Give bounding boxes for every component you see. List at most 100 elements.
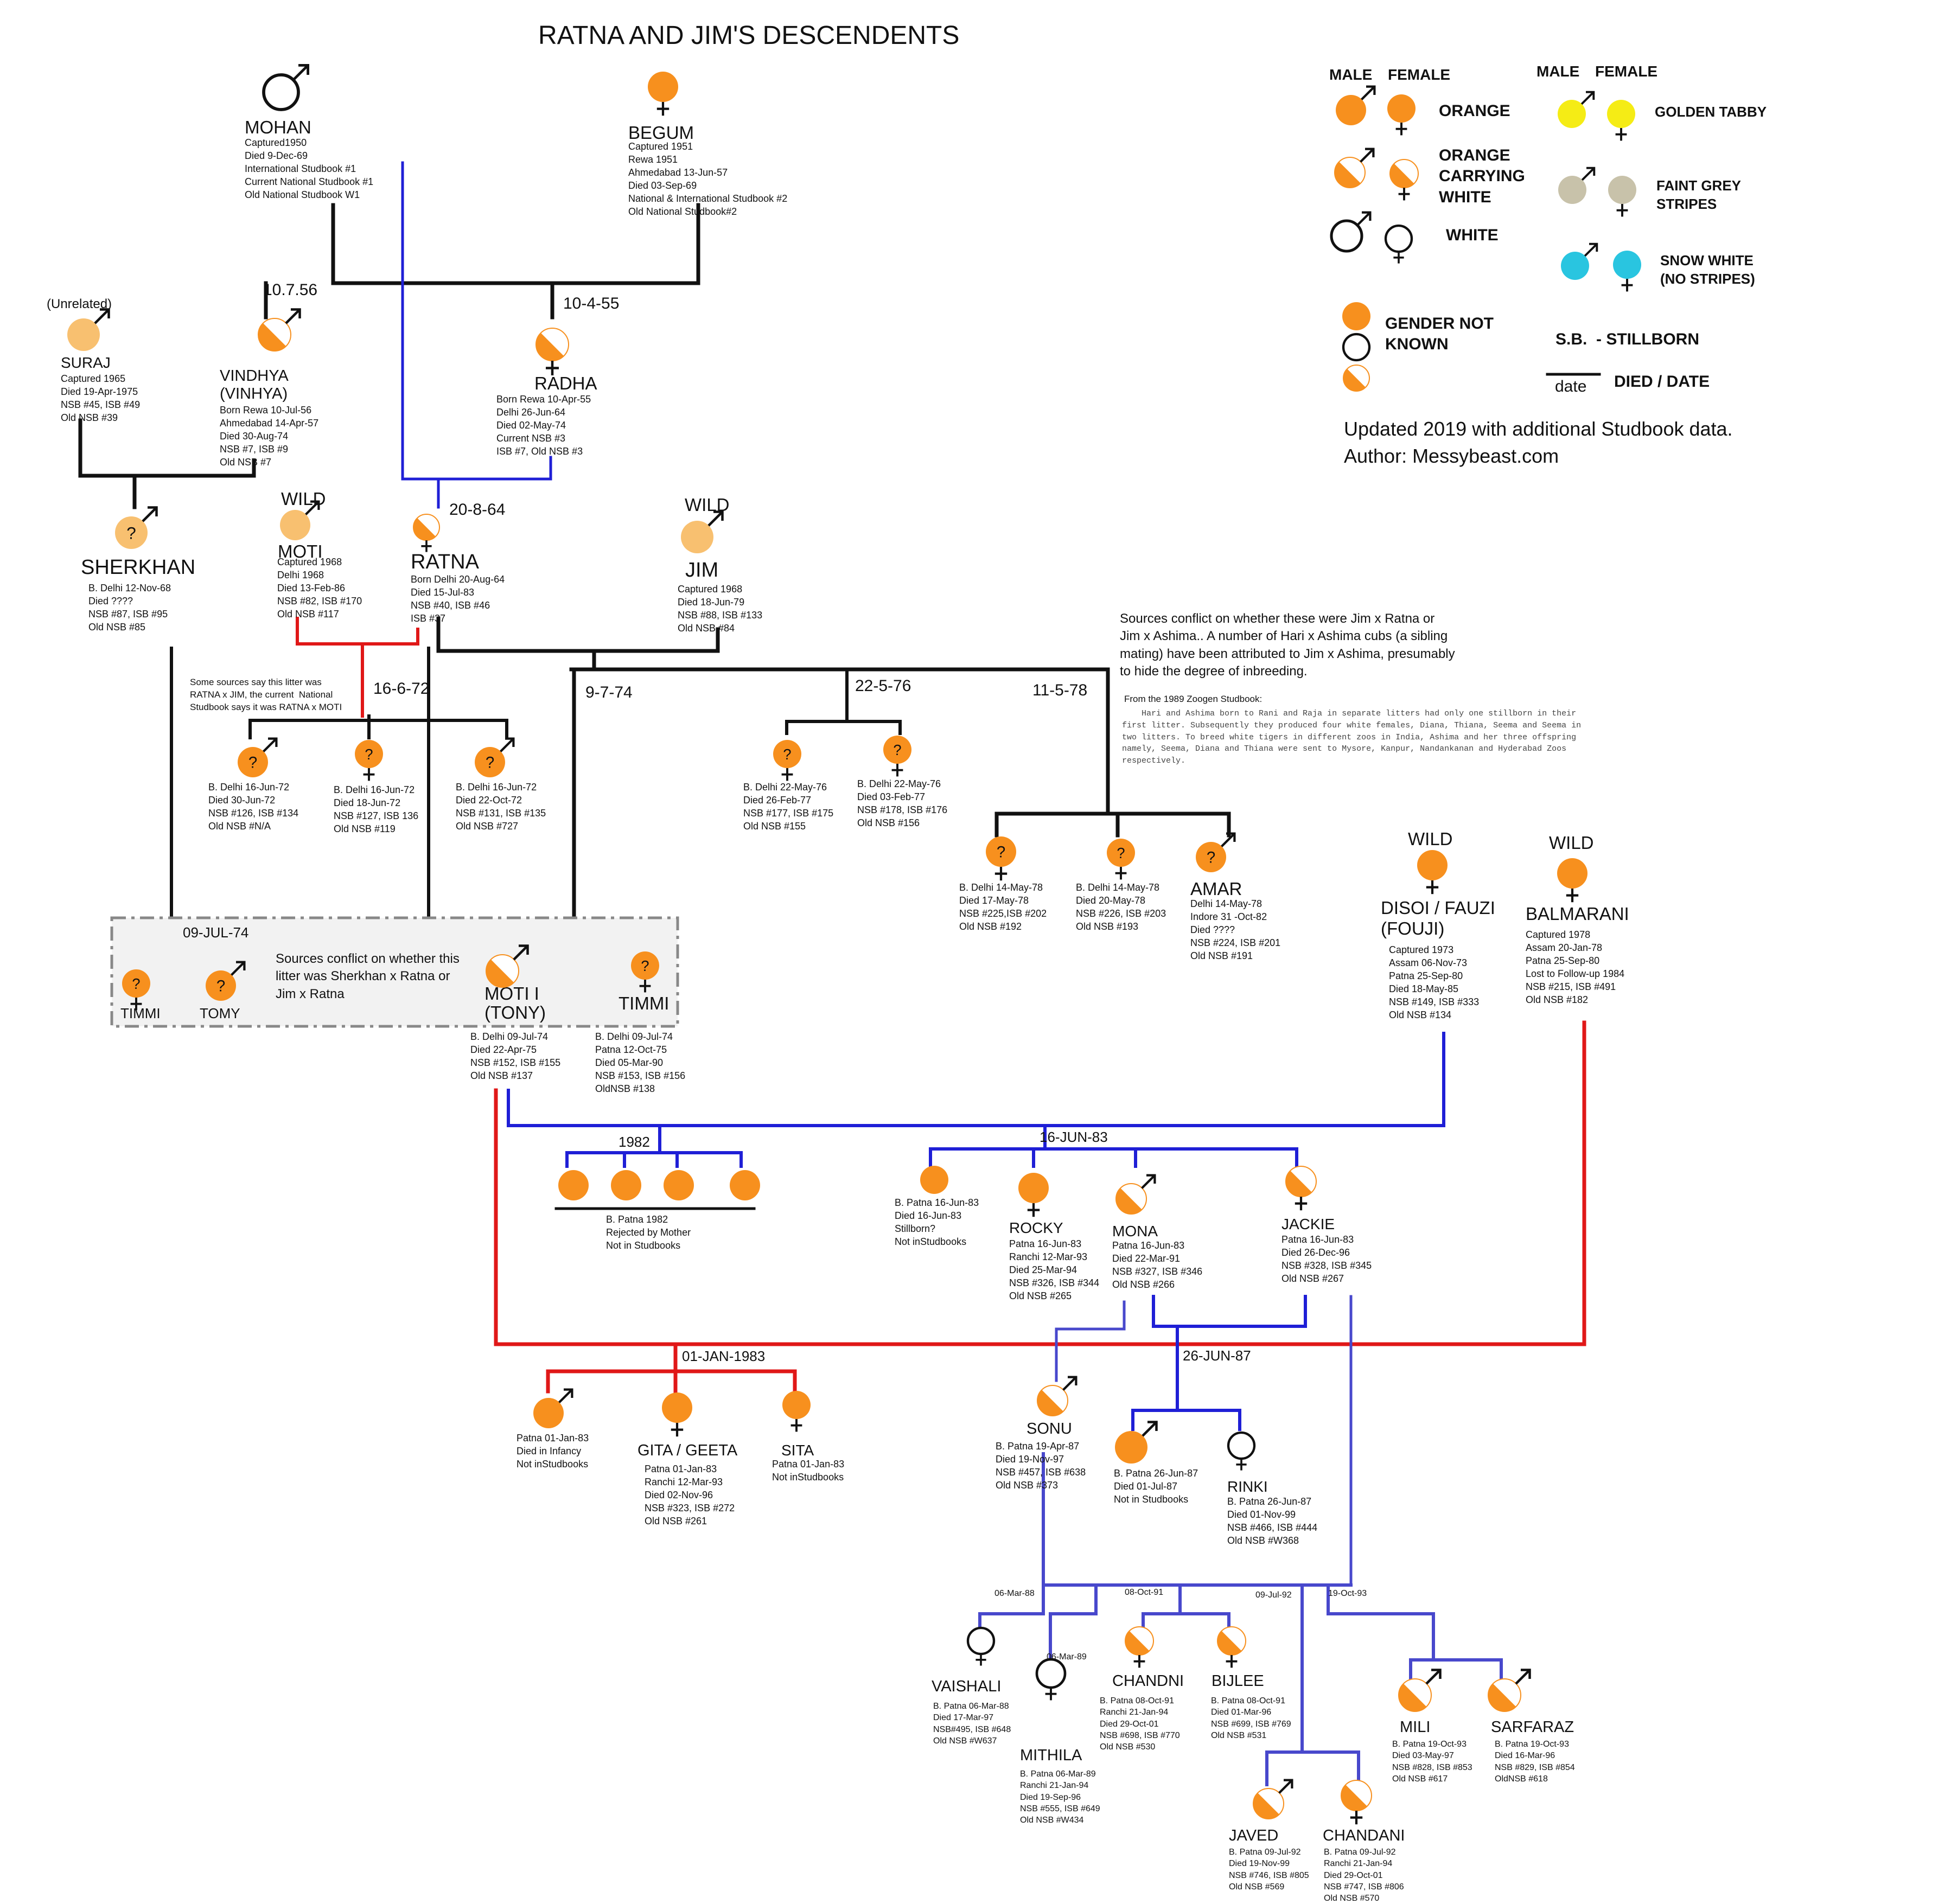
info-mona: Patna 16-Jun-83 Died 22-Mar-91 NSB #327,…	[1112, 1240, 1203, 1290]
name-mili: MILI	[1400, 1718, 1431, 1736]
line-suraj-vindhya	[78, 418, 256, 509]
info-sonu: B. Patna 19-Apr-87 Died 19-Nov-97 NSB #4…	[996, 1441, 1086, 1491]
info-disoi: Captured 1973 Assam 06-Nov-73 Patna 25-S…	[1389, 944, 1480, 1020]
line-f6	[1142, 1583, 1230, 1640]
info-balmarani: Captured 1978 Assam 20-Jan-78 Patna 25-S…	[1526, 929, 1625, 1005]
name-bijlee: BIJLEE	[1212, 1672, 1264, 1690]
info-amar: Delhi 14-May-78 Indore 31 -Oct-82 Died ?…	[1190, 898, 1281, 961]
legend-golden: GOLDEN TABBY	[1655, 104, 1767, 120]
info-timmi-2: B. Delhi 09-Jul-74 Patna 12-Oct-75 Died …	[595, 1031, 686, 1094]
line-litter-76	[785, 668, 902, 735]
legend-male-2: MALE	[1536, 63, 1580, 80]
info-c72b: B. Delhi 16-Jun-72 Died 18-Jun-72 NSB #1…	[334, 784, 419, 834]
wild-label-balmarani: WILD	[1549, 833, 1594, 853]
info-c76b: B. Delhi 22-May-76 Died 03-Feb-77 NSB #1…	[857, 778, 948, 828]
legend-orange: ORANGE	[1439, 102, 1510, 120]
conflict-note: Sources conflict on whether these were J…	[1120, 611, 1455, 679]
info-c76a: B. Delhi 22-May-76 Died 26-Feb-77 NSB #1…	[743, 782, 834, 832]
info-radha: Born Rewa 10-Apr-55 Delhi 26-Jun-64 Died…	[496, 394, 591, 457]
info-sarfaraz: B. Patna 19-Oct-93 Died 16-Mar-96 NSB #8…	[1495, 1740, 1575, 1784]
line-mona-jackie	[1131, 1295, 1307, 1431]
info-sherkhan: B. Delhi 12-Nov-68 Died ???? NSB #87, IS…	[88, 583, 171, 632]
line-f4	[978, 1583, 1045, 1637]
name-vindhya: VINDHYA (VINHYA)	[220, 367, 289, 403]
name-timmi-2: TIMMI	[619, 993, 670, 1013]
ratna-moti-note: Some sources say this litter was RATNA x…	[190, 677, 342, 712]
line-litter-83a	[929, 1124, 1298, 1168]
name-rinki: RINKI	[1227, 1478, 1268, 1495]
name-sita: SITA	[781, 1442, 814, 1459]
info-rocky: Patna 16-Jun-83 Ranchi 12-Mar-93 Died 25…	[1009, 1238, 1100, 1301]
legend-unknown: GENDER NOT KNOWN	[1385, 315, 1494, 354]
line-litter-83b	[546, 1342, 797, 1394]
name-gita: GITA / GEETA	[637, 1442, 738, 1459]
info-gita: Patna 01-Jan-83 Ranchi 12-Mar-93 Died 02…	[645, 1464, 735, 1526]
line-rocky-sonu	[1055, 1300, 1126, 1382]
line-mohan-radha	[401, 161, 552, 509]
date-10-4-55: 10-4-55	[563, 295, 620, 312]
date-9-7-74: 9-7-74	[585, 683, 633, 701]
line-jim-litters	[569, 667, 1110, 816]
name-timmi-1: TIMMI	[120, 1005, 161, 1021]
date-09-jul-92: 09-Jul-92	[1255, 1590, 1292, 1600]
name-tomy: TOMY	[200, 1005, 240, 1021]
name-disoi: DISOI / FAUZI (FOUJI)	[1381, 898, 1495, 938]
date-06-mar-89: 06-Mar-89	[1047, 1652, 1087, 1662]
name-ratna: RATNA	[411, 551, 479, 573]
date-11-5-78: 11-5-78	[1032, 681, 1088, 699]
line-f8	[1327, 1583, 1503, 1683]
legend-male: MALE	[1329, 66, 1373, 83]
legend-died: DIED / DATE	[1614, 373, 1710, 391]
name-rocky: ROCKY	[1009, 1219, 1063, 1236]
info-c72a: B. Delhi 16-Jun-72 Died 30-Jun-72 NSB #1…	[208, 782, 299, 832]
name-sonu: SONU	[1026, 1420, 1072, 1437]
legend-grey: FAINT GREY STRIPES	[1656, 177, 1742, 212]
info-jackie: Patna 16-Jun-83 Died 26-Dec-96 NSB #328,…	[1281, 1234, 1372, 1284]
date-1982: 1982	[619, 1134, 650, 1150]
line-litter-82	[565, 1124, 743, 1168]
name-mohan: MOHAN	[245, 117, 311, 137]
legend-stillborn: S.B. - STILLBORN	[1555, 330, 1699, 348]
wild-label-moti: WILD	[281, 489, 326, 509]
name-amar: AMAR	[1190, 879, 1242, 899]
info-c72c: B. Delhi 16-Jun-72 Died 22-Oct-72 NSB #1…	[456, 782, 546, 832]
legend-orange-white: ORANGE CARRYING WHITE	[1439, 146, 1525, 206]
info-sita: Patna 01-Jan-83 Not inStudbooks	[772, 1459, 845, 1483]
info-inf83: Patna 01-Jan-83 Died in Infancy Not inSt…	[517, 1433, 589, 1469]
info-m87: B. Patna 26-Jun-87 Died 01-Jul-87 Not in…	[1114, 1468, 1198, 1505]
info-suraj: Captured 1965 Died 19-Apr-1975 NSB #45, …	[61, 373, 141, 423]
line-mohan-begum	[331, 203, 700, 320]
name-jackie: JACKIE	[1281, 1216, 1335, 1232]
name-chandni: CHANDNI	[1112, 1672, 1184, 1690]
name-jim: JIM	[685, 559, 719, 582]
date-09-jul-74: 09-JUL-74	[183, 924, 249, 941]
line-moti-ratna	[296, 617, 419, 718]
info-javed: B. Patna 09-Jul-92 Died 19-Nov-99 NSB #7…	[1229, 1848, 1309, 1892]
unrelated-label: (Unrelated)	[47, 297, 112, 311]
line-timmi-balmarani	[494, 1020, 1586, 1346]
name-mona: MONA	[1112, 1223, 1158, 1239]
info-mili: B. Patna 19-Oct-93 Died 03-May-97 NSB #8…	[1392, 1740, 1472, 1784]
name-sarfaraz: SARFARAZ	[1491, 1718, 1574, 1736]
info-bijlee: B. Patna 08-Oct-91 Died 01-Mar-96 NSB #6…	[1211, 1696, 1291, 1740]
info-vaishali: B. Patna 06-Mar-88 Died 17-Mar-97 NSB#49…	[933, 1702, 1011, 1746]
line-ratna-jim	[436, 616, 720, 672]
wild-label-jim: WILD	[685, 495, 730, 515]
date-16-jun-83: 16-JUN-83	[1040, 1129, 1108, 1145]
name-sherkhan: SHERKHAN	[81, 556, 196, 579]
legend-date: date	[1555, 378, 1587, 395]
sherkhan-note: Sources conflict on whether this litter …	[276, 951, 460, 1001]
updated-note: Updated 2019 with additional Studbook da…	[1344, 418, 1733, 468]
date-01-jan-1983: 01-JAN-1983	[682, 1348, 766, 1364]
line-motii-disoi	[507, 1032, 1445, 1127]
info-rinki: B. Patna 26-Jun-87 Died 01-Nov-99 NSB #4…	[1227, 1496, 1318, 1546]
info-chandni: B. Patna 08-Oct-91 Ranchi 21-Jan-94 Died…	[1100, 1696, 1180, 1752]
zoogen-excerpt: Hari and Ashima born to Rani and Raja in…	[1122, 709, 1582, 765]
info-mohan: Captured1950 Died 9-Dec-69 International…	[245, 137, 374, 200]
info-vindhya: Born Rewa 10-Jul-56 Ahmedabad 14-Apr-57 …	[220, 405, 319, 468]
name-vaishali: VAISHALI	[932, 1678, 1002, 1695]
info-c78b: B. Delhi 14-May-78 Died 20-May-78 NSB #2…	[1076, 882, 1166, 932]
name-balmarani: BALMARANI	[1526, 904, 1629, 924]
zoogen-heading: From the 1989 Zoogen Studbook:	[1124, 694, 1263, 704]
